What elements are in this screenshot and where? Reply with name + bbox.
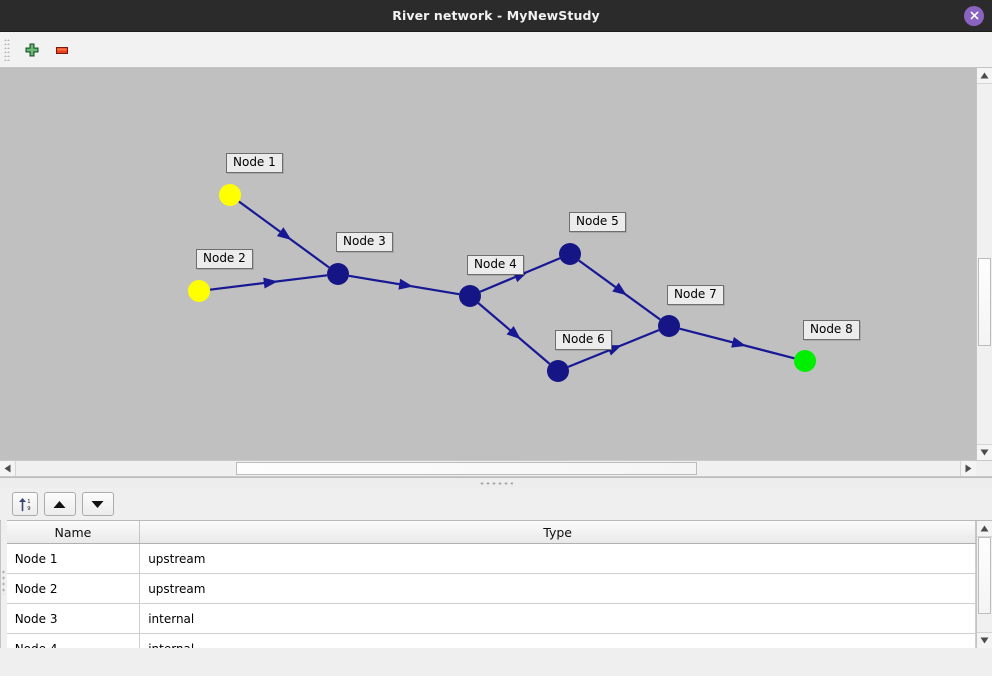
toolbar-drag-handle[interactable]: [4, 38, 12, 61]
node-move-down-button[interactable]: [81, 492, 114, 516]
node-move-up-button[interactable]: [43, 492, 76, 516]
sort-ascending-icon: 1 9: [18, 497, 30, 512]
table-row[interactable]: Node 4internal: [6, 633, 977, 648]
green-plus-icon: [25, 43, 39, 56]
triangle-down-icon: [980, 449, 989, 456]
triangle-down-icon: [91, 500, 104, 508]
triangle-right-icon: [965, 464, 972, 473]
window-title: River network - MyNewStudy: [392, 8, 600, 23]
node-table-header-row: Name Type: [6, 521, 977, 544]
node-panel-footer: [6, 648, 992, 676]
node-cell[interactable]: Node 3: [6, 603, 141, 634]
node-cell[interactable]: Node 4: [6, 633, 141, 648]
graph-scroll-down-button[interactable]: [977, 444, 992, 460]
graph-vertical-scroll-thumb[interactable]: [978, 258, 991, 346]
graph-node-label-node-6[interactable]: Node 6: [555, 330, 612, 350]
edge-arrow-icon: [398, 278, 414, 290]
node-table-scroll-thumb[interactable]: [978, 537, 992, 614]
graph-node-label-node-3[interactable]: Node 3: [336, 232, 393, 252]
node-col-header-name[interactable]: Name: [6, 521, 141, 544]
graph-scroll-left-button[interactable]: [0, 461, 16, 476]
node-cell[interactable]: internal: [139, 633, 977, 648]
svg-text:1: 1: [27, 499, 30, 505]
node-scroll-down-button[interactable]: [977, 632, 992, 648]
node-cell[interactable]: Node 2: [6, 573, 141, 604]
node-table-toolbar: 1 9: [6, 488, 992, 520]
delete-node-button[interactable]: [47, 35, 77, 65]
graph-node-node-1[interactable]: [219, 184, 241, 206]
edge-arrow-icon: [731, 337, 747, 348]
triangle-up-icon: [53, 500, 66, 508]
main-toolbar: [0, 32, 992, 68]
graph-node-label-node-8[interactable]: Node 8: [803, 320, 860, 340]
network-graph-canvas[interactable]: Node 1 Node 2 Node 3 Node 4 Node 5 Node 6 Node…: [0, 68, 992, 460]
edge-arrow-icon: [276, 227, 292, 240]
triangle-up-icon: [980, 72, 989, 79]
edge-table-vertical-scrollbar[interactable]: [0, 521, 1, 648]
graph-node-node-2[interactable]: [188, 280, 210, 302]
vertical-splitter-grip-icon: [2, 569, 6, 595]
graph-vertical-scrollbar[interactable]: [976, 68, 992, 460]
red-minus-icon: [56, 46, 68, 54]
node-scroll-up-button[interactable]: [977, 521, 992, 537]
node-col-header-type[interactable]: Type: [139, 521, 977, 544]
svg-text:9: 9: [27, 506, 30, 512]
network-graph-svg: [188, 184, 816, 382]
add-node-button[interactable]: [17, 35, 47, 65]
edge-arrow-icon: [506, 325, 521, 340]
triangle-left-icon: [4, 464, 11, 473]
graph-viewport: Node 1 Node 2 Node 3 Node 4 Node 5 Node 6 Node…: [0, 68, 992, 460]
edge-arrow-icon: [612, 282, 627, 296]
graph-node-node-7[interactable]: [658, 315, 680, 337]
node-cell[interactable]: Node 1: [6, 543, 141, 574]
graph-scroll-up-button[interactable]: [977, 68, 992, 84]
graph-node-label-node-2[interactable]: Node 2: [196, 249, 253, 269]
node-table-panel: 1 9: [6, 488, 992, 676]
vertical-splitter[interactable]: [0, 488, 7, 676]
tables-area: 1 9: [0, 488, 992, 676]
graph-node-node-3[interactable]: [327, 263, 349, 285]
graph-node-node-4[interactable]: [459, 285, 481, 307]
graph-horizontal-scroll-thumb[interactable]: [236, 462, 697, 475]
graph-node-label-node-4[interactable]: Node 4: [467, 255, 524, 275]
nodes-layer: [188, 184, 816, 382]
edge-arrow-icon: [263, 277, 278, 289]
triangle-up-icon: [980, 525, 989, 532]
edge-panel-footer: [0, 648, 1, 676]
graph-horizontal-scrollbar[interactable]: [0, 460, 992, 477]
node-cell[interactable]: upstream: [139, 543, 977, 574]
close-button[interactable]: [964, 5, 984, 26]
triangle-down-icon: [980, 637, 989, 644]
splitter-grip-icon: [479, 481, 513, 485]
graph-node-label-node-5[interactable]: Node 5: [569, 212, 626, 232]
node-cell[interactable]: upstream: [139, 573, 977, 604]
node-sort-button[interactable]: 1 9: [11, 492, 38, 516]
graph-node-label-node-7[interactable]: Node 7: [667, 285, 724, 305]
horizontal-splitter[interactable]: [0, 477, 992, 488]
graph-scroll-right-button[interactable]: [960, 461, 976, 476]
node-table-vertical-scrollbar[interactable]: [976, 521, 992, 648]
graph-node-node-8[interactable]: [794, 350, 816, 372]
close-icon: [970, 11, 978, 20]
graph-node-node-5[interactable]: [559, 243, 581, 265]
graph-node-label-node-1[interactable]: Node 1: [226, 153, 283, 173]
node-cell[interactable]: internal: [139, 603, 977, 634]
edges-layer: [209, 200, 795, 368]
title-bar: River network - MyNewStudy: [0, 0, 992, 32]
graph-node-node-6[interactable]: [547, 360, 569, 382]
